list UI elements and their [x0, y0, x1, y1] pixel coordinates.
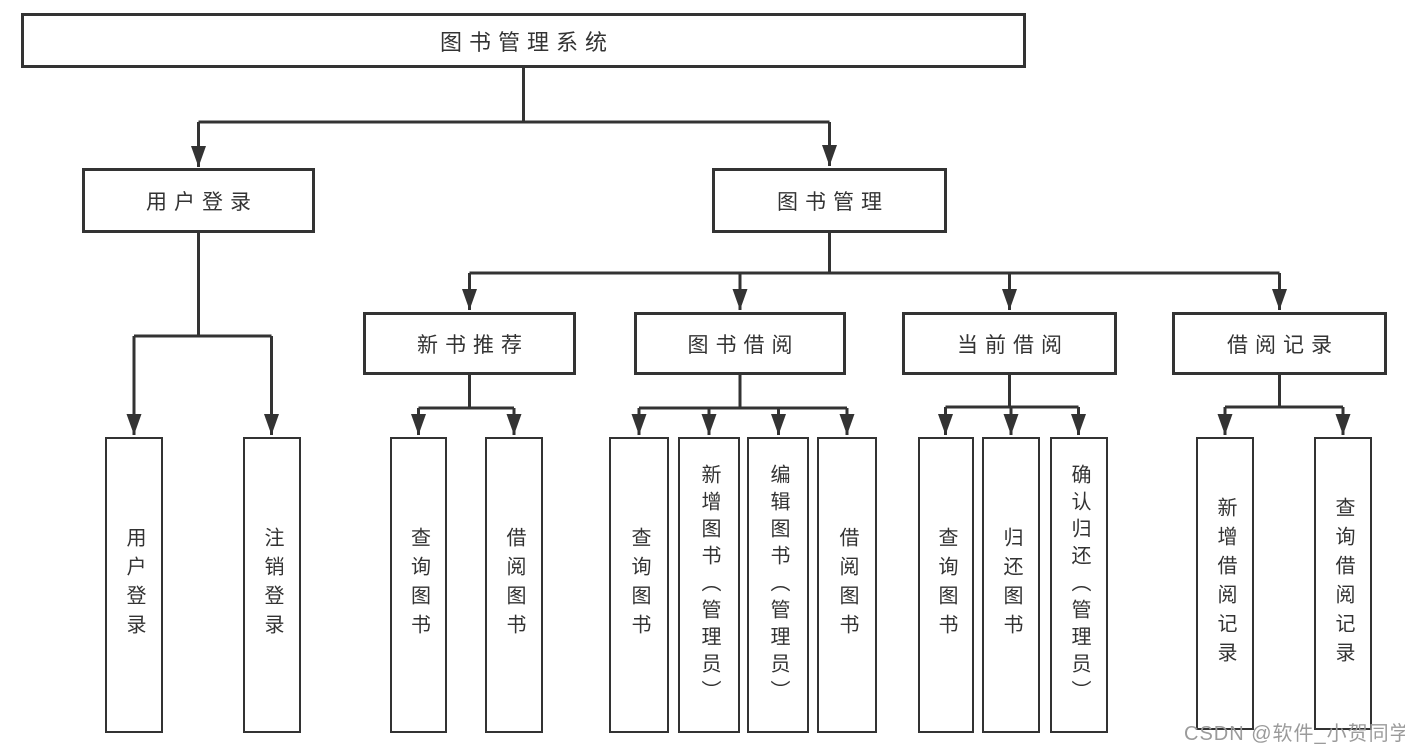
- node-new-book-recommend: 新书推荐: [363, 312, 576, 375]
- node-borrow-records: 借阅记录: [1172, 312, 1387, 375]
- node-label: 查询借阅记录: [1332, 496, 1354, 671]
- node-label: 借阅图书: [503, 527, 525, 643]
- node-label: 图书管理系统: [439, 29, 614, 55]
- node-label: 当前借阅: [957, 333, 1069, 357]
- node-leaf-query-book-3: 查询图书: [918, 437, 974, 733]
- node-label: 借阅图书: [836, 527, 858, 643]
- node-label: 新增图书（管理员）: [698, 463, 720, 707]
- node-leaf-add-book-admin: 新增图书（管理员）: [678, 437, 740, 733]
- node-user-login: 用户登录: [82, 168, 315, 233]
- node-label: 查询图书: [407, 527, 430, 643]
- node-leaf-logout: 注销登录: [243, 437, 301, 733]
- csdn-watermark: CSDN @软件_小贺同学: [1184, 723, 1405, 745]
- node-label: 编辑图书（管理员）: [767, 463, 789, 707]
- node-leaf-query-book-2: 查询图书: [609, 437, 669, 733]
- node-library-management-system: 图书管理系统: [21, 13, 1026, 68]
- node-label: 图书借阅: [687, 333, 800, 357]
- node-label: 查询图书: [628, 527, 650, 643]
- node-leaf-query-book-1: 查询图书: [390, 437, 447, 733]
- node-label: 图书管理: [777, 190, 889, 214]
- node-label: 归还图书: [1000, 527, 1022, 643]
- node-label: 新书推荐: [417, 333, 529, 357]
- node-leaf-add-borrow-record: 新增借阅记录: [1196, 437, 1254, 730]
- node-label: 查询图书: [935, 527, 957, 643]
- node-leaf-user-login: 用户登录: [105, 437, 163, 733]
- node-leaf-query-borrow-record: 查询借阅记录: [1314, 437, 1372, 730]
- node-label: 借阅记录: [1227, 333, 1339, 357]
- node-leaf-borrow-book-2: 借阅图书: [817, 437, 877, 733]
- node-leaf-confirm-return-admin: 确认归还（管理员）: [1050, 437, 1108, 733]
- node-label: 注销登录: [261, 527, 283, 643]
- node-book-management: 图书管理: [712, 168, 947, 233]
- node-label: 确认归还（管理员）: [1068, 463, 1090, 707]
- node-current-borrow: 当前借阅: [902, 312, 1117, 375]
- node-book-borrow: 图书借阅: [634, 312, 846, 375]
- node-leaf-return-book: 归还图书: [982, 437, 1040, 733]
- node-label: 新增借阅记录: [1214, 496, 1236, 671]
- node-leaf-borrow-book-1: 借阅图书: [485, 437, 543, 733]
- node-label: 用户登录: [146, 190, 258, 214]
- node-leaf-edit-book-admin: 编辑图书（管理员）: [747, 437, 809, 733]
- node-label: 用户登录: [123, 527, 145, 643]
